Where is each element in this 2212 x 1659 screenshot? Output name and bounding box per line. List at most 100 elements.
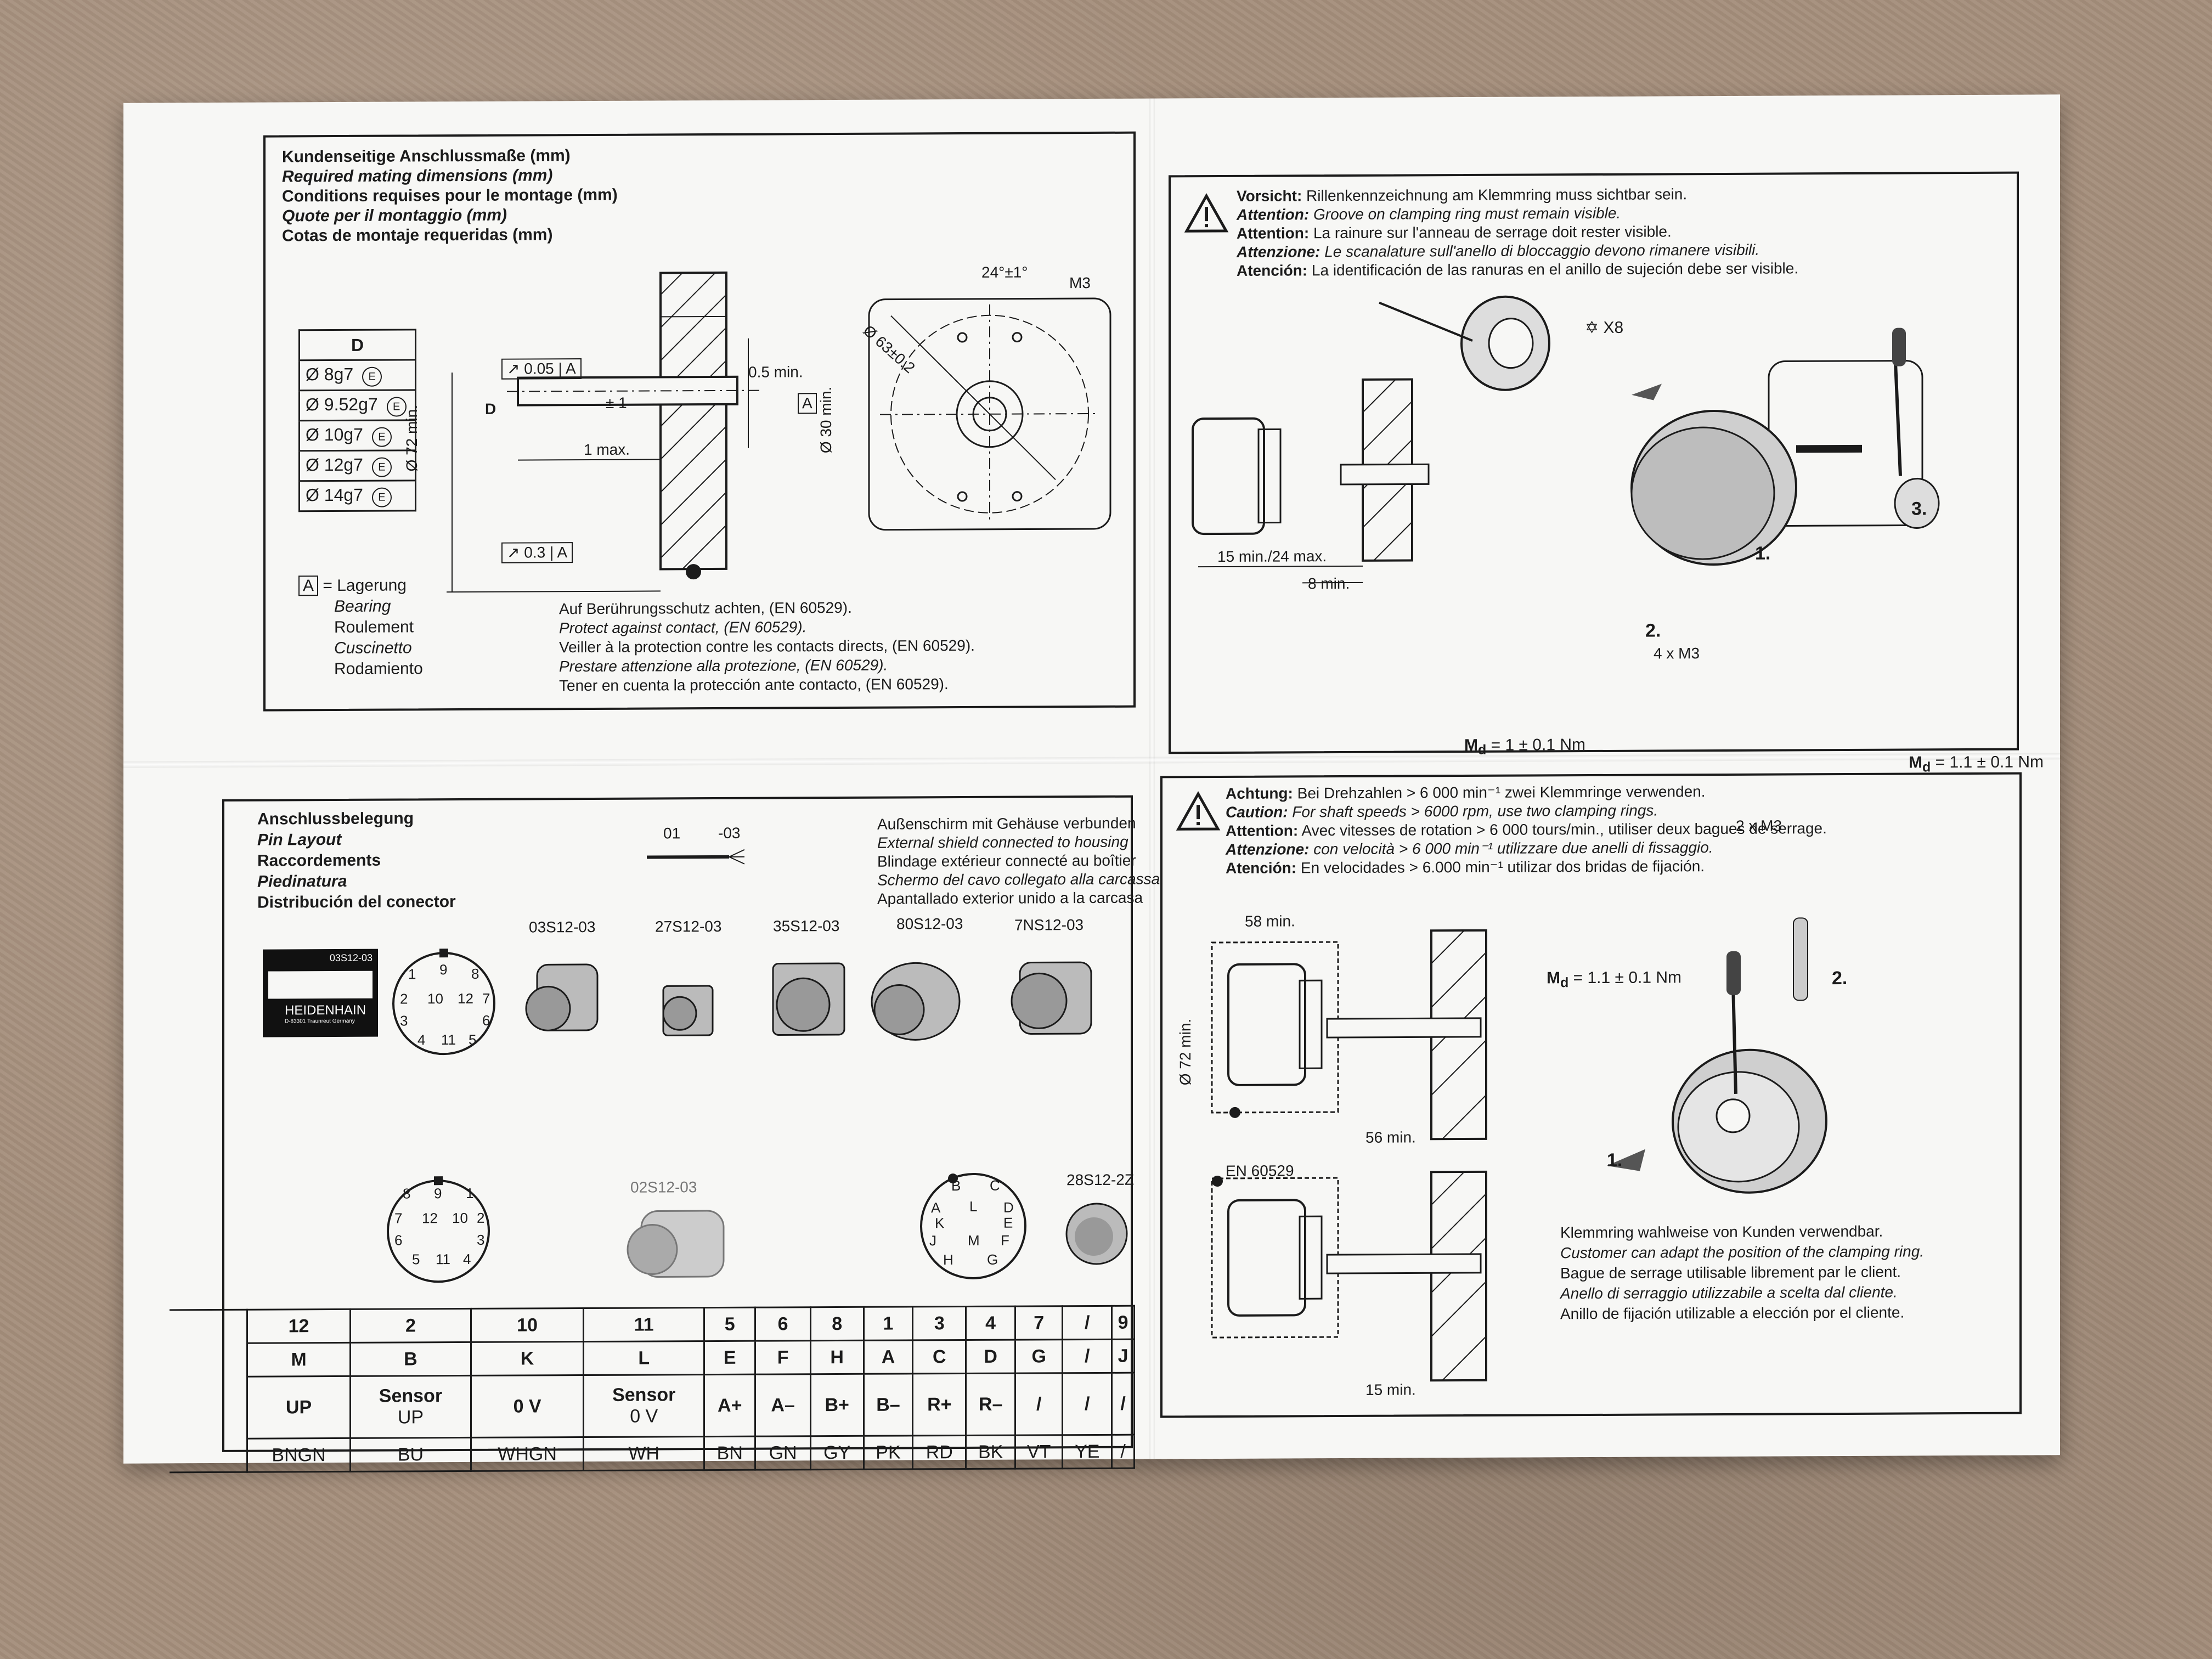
- table-cell: R–: [966, 1373, 1015, 1436]
- caution1-de: Vorsicht: Rillenkennzeichnung am Klemmri…: [1237, 185, 1688, 205]
- table-cell: D: [966, 1340, 1015, 1374]
- pin-b-label: 3: [477, 1231, 485, 1248]
- bearing-legend: A = Lagerung: [298, 575, 407, 596]
- table-corner: [170, 1310, 247, 1472]
- tolerance-frame-1: ↗ 0.05 | A: [501, 358, 582, 380]
- pin-b-label: 9: [434, 1185, 442, 1202]
- pin-a-label: 12: [458, 990, 473, 1007]
- cable-code-03: -03: [718, 824, 741, 842]
- bearing-en: Bearing: [334, 597, 391, 616]
- table-cell: GY: [810, 1436, 864, 1470]
- mating-dimensions-panel: Kundenseitige Anschlussmaße (mm) Require…: [263, 131, 1136, 712]
- cable-icon: [647, 849, 745, 865]
- caution1-fr: Attention: La rainure sur l'anneau de se…: [1237, 223, 1672, 242]
- table-cell: K: [471, 1341, 584, 1376]
- vertical-fold: [1149, 98, 1155, 1459]
- table-cell: 4: [966, 1306, 1015, 1340]
- pin-assignment-table: 12 2 10 11 5 6 8 1 3 4 7 / 9 M B K L E F: [170, 1305, 1135, 1474]
- table-cell: J: [1111, 1339, 1135, 1373]
- table-cell: BK: [966, 1435, 1015, 1469]
- datum-a: A: [798, 393, 817, 414]
- table-cell: /: [1062, 1373, 1112, 1435]
- pin-a-label: 11: [441, 1031, 456, 1048]
- table-cell: 6: [755, 1307, 811, 1341]
- step-1: 1.: [1607, 1149, 1623, 1171]
- table-cell: BN: [704, 1436, 755, 1470]
- torque-left: Md = 1 ± 0.1 Nm: [1464, 736, 1585, 758]
- installation-side-view: [1192, 378, 1430, 584]
- pin-a-label: 8: [471, 965, 479, 982]
- dim-8min: 8 min.: [1308, 574, 1350, 592]
- contact-es: Tener en cuenta la protección ante conta…: [559, 675, 949, 695]
- dim-72min: Ø 72 min.: [403, 404, 420, 472]
- connector-label: 28S12-2Z: [1066, 1171, 1134, 1189]
- table-cell: 12: [247, 1309, 351, 1344]
- pin-title-fr: Raccordements: [257, 851, 381, 870]
- pin-b-label: 6: [394, 1232, 403, 1249]
- shield-es: Apantallado exterior unido a la carcasa: [877, 889, 1143, 907]
- contact-en: Protect against contact, (EN 60529).: [559, 618, 807, 637]
- step-3: 3.: [1911, 498, 1927, 520]
- table-cell: B–: [864, 1373, 913, 1436]
- high-speed-panel: Achtung: Bei Drehzahlen > 6 000 min⁻¹ zw…: [1160, 772, 2022, 1418]
- pinout-12-pin-a: [392, 949, 495, 1056]
- pin-title-en: Pin Layout: [257, 830, 342, 849]
- star-x8-label: ✡ X8: [1585, 318, 1624, 337]
- table-cell: 2: [350, 1308, 471, 1343]
- pin-title-es: Distribución del conector: [257, 893, 456, 912]
- pin-a-label: 10: [427, 990, 443, 1007]
- shaft-tolerance: ± 1: [606, 394, 627, 411]
- caution2-fr: Attention: Avec vitesses de rotation > 6…: [1226, 820, 1827, 839]
- title-de: Kundenseitige Anschlussmaße (mm): [282, 146, 571, 166]
- contact-fr: Veiller à la protection contre les conta…: [559, 636, 975, 656]
- customer-en: Customer can adapt the position of the c…: [1560, 1243, 1925, 1262]
- table-cell: A: [864, 1340, 913, 1374]
- pin-b-label: 10: [452, 1209, 468, 1227]
- dim-05min: 0.5 min.: [748, 363, 803, 381]
- four-m3-label: 4 x M3: [1654, 645, 1700, 662]
- pin-a-label: 7: [482, 990, 490, 1007]
- pin-c-label: H: [943, 1251, 953, 1268]
- pin-c-label: K: [935, 1215, 945, 1232]
- pin-b-label: 7: [394, 1210, 403, 1227]
- dim-1max: 1 max.: [584, 441, 630, 459]
- table-cell: 9: [1111, 1306, 1135, 1340]
- step-1: 1.: [1755, 543, 1771, 564]
- dim-56min: 56 min.: [1365, 1128, 1416, 1146]
- flange-front-view: [868, 297, 1111, 531]
- table-cell: RD: [912, 1435, 966, 1469]
- caution1-en: Attention: Groove on clamping ring must …: [1237, 204, 1621, 223]
- pin-b-label: 5: [412, 1251, 420, 1268]
- table-cell: PK: [864, 1435, 913, 1470]
- table-cell: WH: [583, 1436, 704, 1471]
- pin-c-label: B: [951, 1177, 961, 1194]
- horizontal-fold: [123, 753, 2060, 768]
- diameter-header: D: [299, 329, 416, 360]
- pin-b-label: 8: [403, 1185, 411, 1202]
- bearing-es: Rodamiento: [334, 659, 423, 679]
- shaft-d-label: D: [485, 400, 496, 417]
- en-60529: EN 60529: [1226, 1162, 1294, 1180]
- table-cell: G: [1015, 1339, 1063, 1374]
- table-cell: /: [1062, 1306, 1112, 1340]
- m3-label: M3: [1069, 274, 1091, 292]
- pin-c-label: C: [990, 1177, 1000, 1194]
- pin-b-label: 4: [463, 1250, 471, 1268]
- instruction-sheet: Kundenseitige Anschlussmaße (mm) Require…: [123, 94, 2060, 1472]
- pin-layout-panel: Anschlussbelegung Pin Layout Raccordemen…: [170, 795, 1160, 1472]
- caution2-de: Achtung: Bei Drehzahlen > 6 000 min⁻¹ zw…: [1226, 783, 1706, 802]
- customer-es: Anillo de fijación utilizable a elección…: [1560, 1304, 1905, 1323]
- angle-label: 24°±1°: [981, 263, 1028, 281]
- shield-it: Schermo del cavo collegato alla carcassa: [877, 870, 1160, 889]
- clamping-ring-panel: Vorsicht: Rillenkennzeichnung am Klemmri…: [1169, 171, 2044, 834]
- product-label: 03S12-03 HEIDENHAIN D-83301 Traunreut Ge…: [263, 949, 378, 1037]
- pin-a-label: 9: [439, 961, 448, 978]
- table-cell: BNGN: [247, 1438, 351, 1472]
- dim-72min: Ø 72 min.: [1177, 1018, 1194, 1086]
- pin-c-label: M: [968, 1232, 980, 1249]
- table-cell: /: [1015, 1373, 1063, 1436]
- table-cell: /: [1111, 1435, 1135, 1469]
